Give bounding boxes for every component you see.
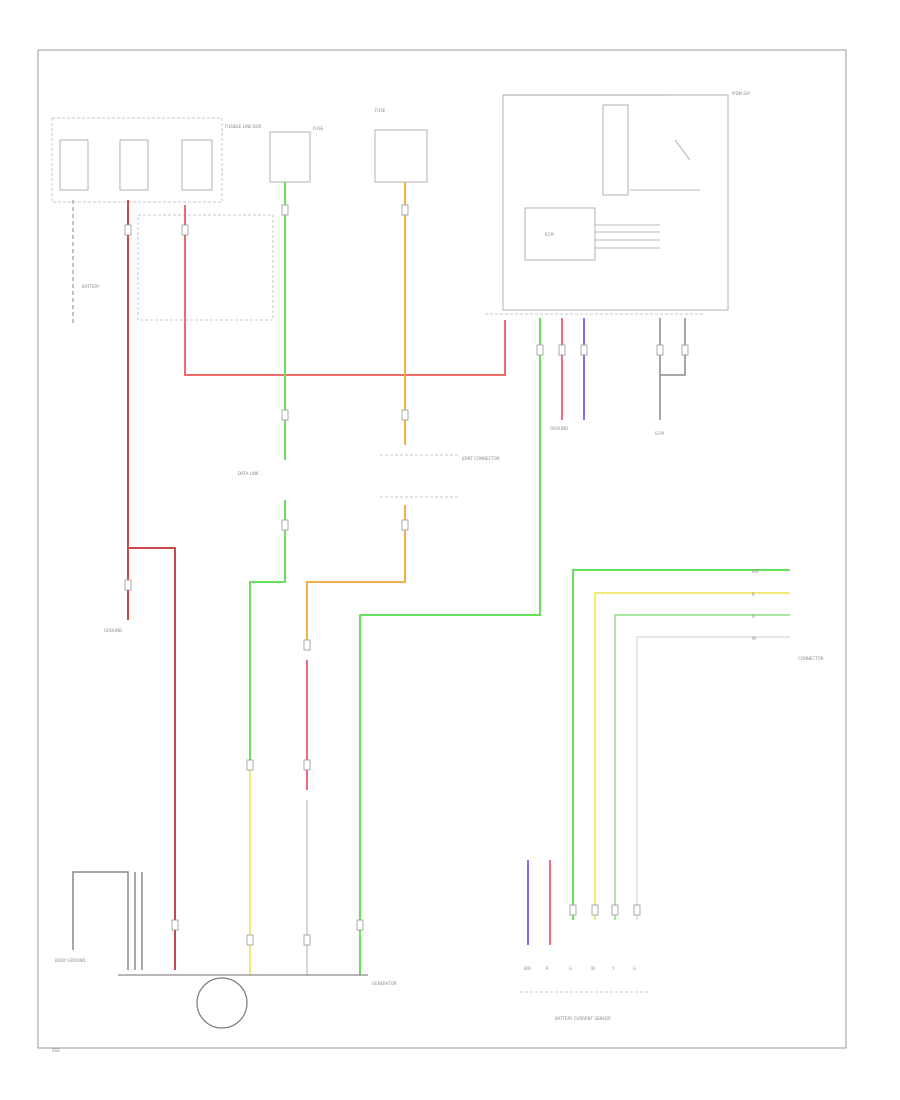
ipdm-box: ECM IPDM E/R	[485, 91, 750, 315]
right-pin-3: G	[752, 614, 755, 619]
wire-green-lower	[249, 500, 286, 760]
data-link-label: DATA LINK	[238, 471, 259, 476]
pin-label-4: W	[591, 966, 595, 971]
ecm-label: ECM	[545, 232, 554, 237]
joint-connector: JOINT CONNECTOR	[380, 454, 500, 498]
connector-markers	[124, 204, 689, 946]
ground-right-label: GROUND	[550, 426, 568, 431]
pin-label-1: B/R	[524, 966, 531, 971]
right-pin-2: R	[752, 592, 755, 597]
wire-right-lgreen	[614, 614, 790, 920]
sensor-label: BATTERY CURRENT SENSOR	[555, 1016, 611, 1021]
battery-ground: BATTERY	[72, 200, 100, 325]
ipdm-label: IPDM E/R	[732, 91, 750, 96]
pin-label-3: G	[569, 966, 572, 971]
pin-label-6: G	[633, 966, 636, 971]
generator-label: GENERATOR	[372, 981, 397, 986]
connector-right-label: CONNECTOR	[798, 656, 824, 661]
fusible-link-box: FUSIBLE LINK BOX	[51, 117, 262, 203]
bottom-pin-labels: B/R R G W Y G	[524, 966, 636, 971]
wire-dark-red-branch	[128, 547, 176, 970]
right-pin-1: B/R	[752, 569, 759, 574]
fuse-b: FUSE	[374, 108, 428, 183]
diagram-frame	[37, 49, 847, 1049]
fuse-a-label: FUSE	[313, 126, 324, 131]
pin-label-5: Y	[611, 966, 615, 971]
wire-right-yellow	[594, 592, 790, 920]
fuse-a: FUSE	[269, 126, 324, 183]
joint-connector-label: JOINT CONNECTOR	[461, 456, 500, 461]
wire-red-ecm	[184, 205, 506, 376]
ecm-ground-label: ECM	[655, 431, 664, 436]
wire-ground-ecm-2	[660, 318, 686, 376]
fuse-b-label: FUSE	[375, 108, 386, 113]
wire-bottom-left-gray	[72, 871, 129, 970]
right-pin-4: W	[752, 636, 756, 641]
battery-label: BATTERY	[82, 284, 100, 289]
wire-right-lgray	[636, 636, 790, 920]
ground-left-label: GROUND	[104, 628, 122, 633]
body-ground-label: BODY GROUND	[55, 958, 85, 963]
wire-green-gen	[359, 318, 541, 975]
page-number: SSS	[52, 1048, 60, 1053]
wire-orange-lower	[306, 505, 406, 640]
fuse-block-label: FUSIBLE LINK BOX	[225, 124, 262, 129]
right-pin-labels: B/R R G W	[752, 569, 759, 641]
pin-label-2: R	[546, 966, 549, 971]
generator-symbol	[196, 977, 248, 1029]
wire-right-green	[572, 569, 790, 920]
bottom-connector: BATTERY CURRENT SENSOR	[520, 991, 650, 1021]
